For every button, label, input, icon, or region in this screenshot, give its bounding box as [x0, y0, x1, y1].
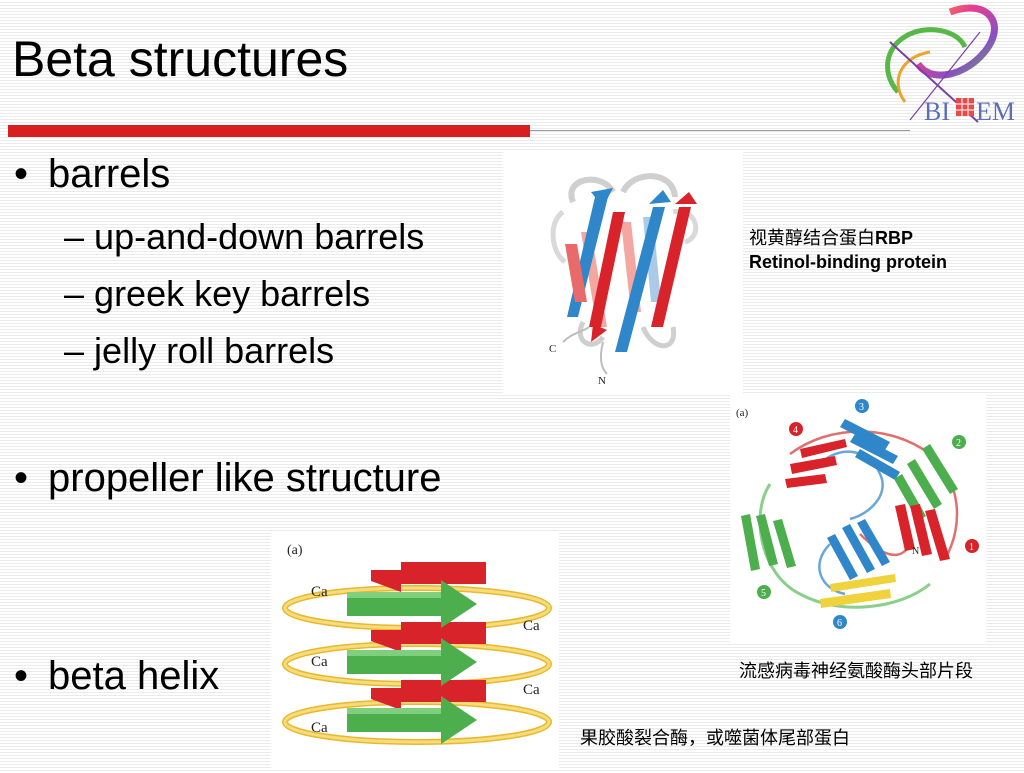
blade-number-2: 2: [956, 438, 961, 449]
sub-bullet-greek-key: – greek key barrels: [64, 273, 371, 314]
biem-logo: BI EM: [885, 4, 1015, 126]
caption-neuraminidase: 流感病毒神经氨酸酶头部片段: [739, 661, 973, 681]
propeller-panel-label: (a): [736, 407, 749, 419]
slide-title: Beta structures: [12, 31, 349, 87]
caption-pectate-lyase: 果胶酸裂合酶，或噬菌体尾部蛋白: [580, 728, 850, 748]
calpha-label-2: Ca: [523, 618, 540, 634]
calpha-label-1: Ca: [311, 584, 328, 600]
caption-rbp: 视黄醇结合蛋白RBP: [749, 228, 914, 248]
title-underline: [8, 125, 530, 137]
blade-number-5: 5: [761, 588, 766, 599]
propeller-center-label: N: [912, 546, 919, 557]
blade-number-6: 6: [837, 618, 842, 629]
calpha-label-5: Ca: [311, 720, 328, 736]
bullet-beta-helix: •beta helix: [14, 654, 220, 698]
bullet-propeller: •propeller like structure: [14, 456, 442, 500]
calpha-label-4: Ca: [523, 682, 540, 698]
propeller-figure: (a) 1 2: [730, 394, 986, 642]
calpha-label-3: Ca: [311, 654, 328, 670]
caption-rbp-english: Retinol-binding protein: [749, 252, 947, 272]
barrel-figure: C N: [503, 152, 743, 394]
logo-text-right: EM: [976, 97, 1015, 126]
beta-helix-figure: (a) Ca Ca Ca: [271, 532, 559, 768]
helix-panel-label: (a): [287, 543, 303, 558]
logo-text-left: BI: [924, 97, 950, 126]
sub-bullet-up-and-down: – up-and-down barrels: [64, 216, 425, 257]
barrel-label-n: N: [598, 375, 606, 387]
sub-bullet-jelly-roll: – jelly roll barrels: [64, 330, 335, 371]
title-thin-rule: [530, 130, 910, 131]
blade-number-1: 1: [969, 542, 974, 553]
bullet-text: barrels: [48, 152, 171, 196]
logo-grid-icon: [956, 98, 974, 116]
blade-number-4: 4: [793, 425, 798, 436]
blade-number-3: 3: [859, 402, 864, 413]
barrel-label-c: C: [549, 343, 556, 355]
bullet-barrels: • barrels: [14, 152, 170, 197]
bullet-marker: •: [14, 152, 29, 196]
